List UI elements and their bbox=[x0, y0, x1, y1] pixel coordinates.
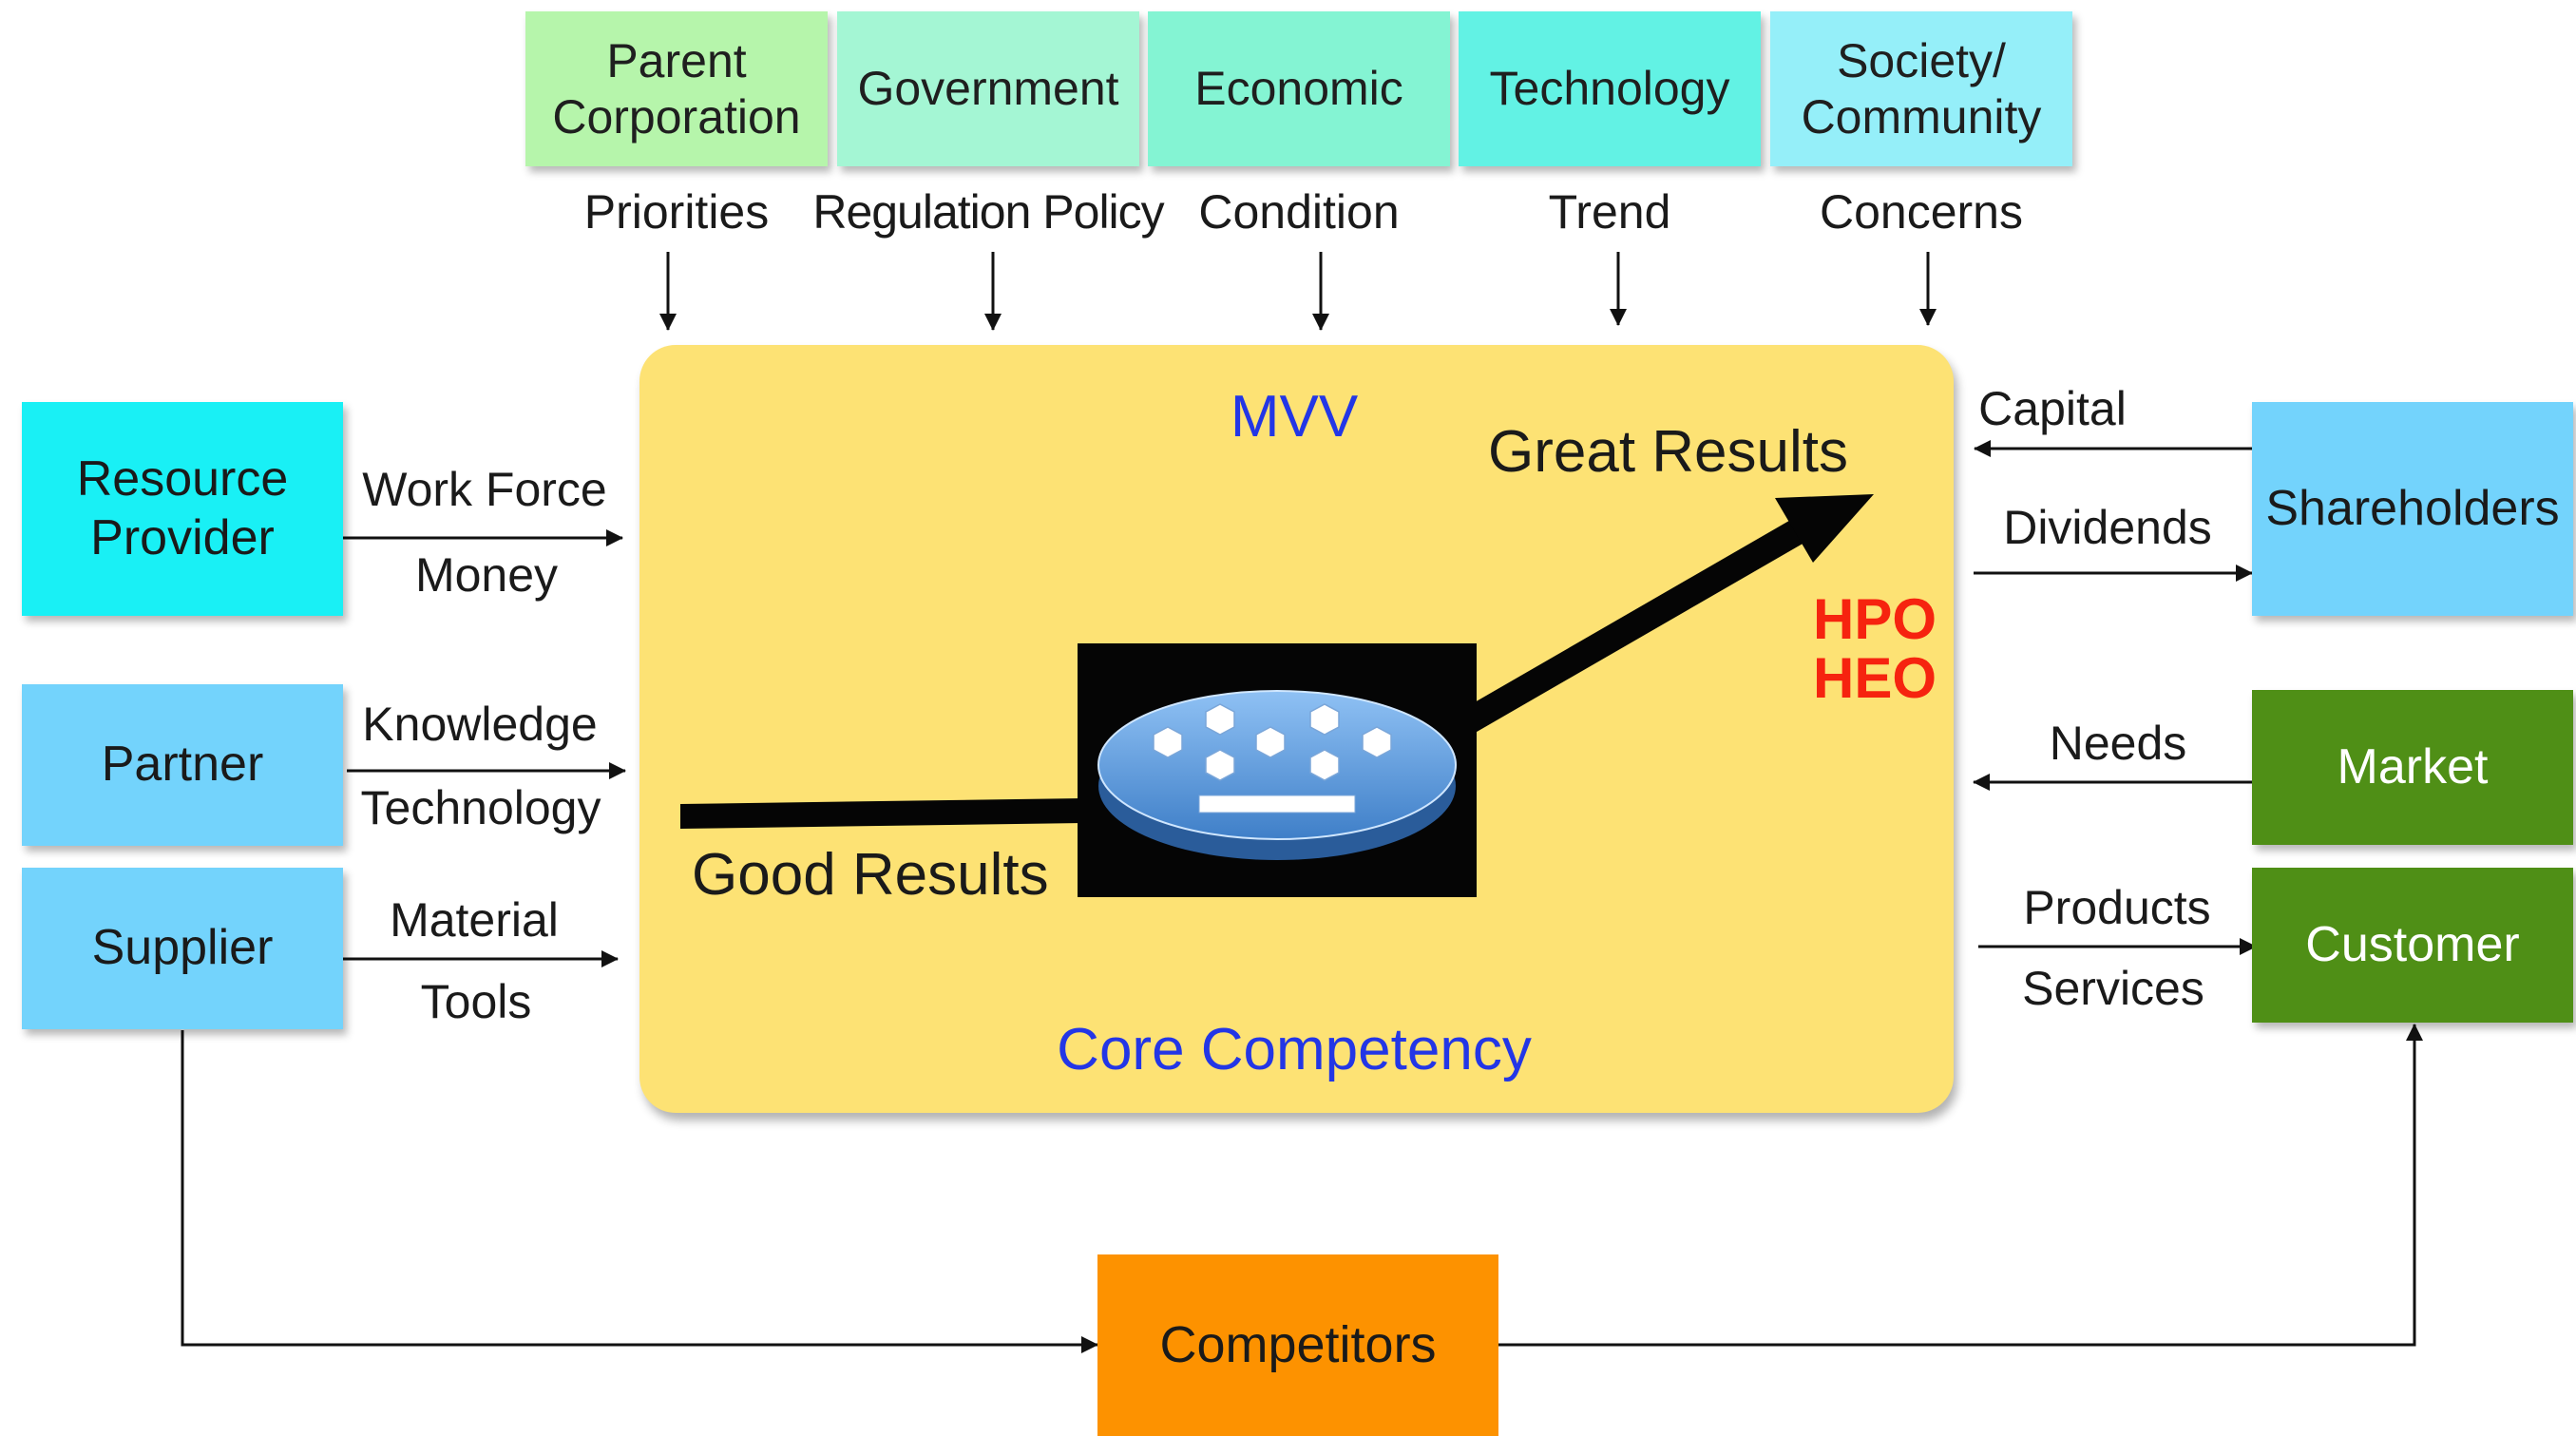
factor-parent-corporation: Parent Corporation bbox=[525, 11, 828, 166]
label-heo: HEO bbox=[1813, 646, 1937, 710]
hexagon-icon bbox=[1205, 749, 1235, 781]
competitors-box: Competitors bbox=[1097, 1254, 1498, 1436]
label-services: Services bbox=[2022, 962, 2204, 1015]
stakeholder-market: Market bbox=[2252, 690, 2573, 845]
great-results-arrowhead bbox=[1775, 494, 1874, 563]
inset-caption-box bbox=[1198, 795, 1356, 814]
label-products: Products bbox=[2023, 881, 2211, 934]
stakeholder-resource-provider: Resource Provider bbox=[22, 402, 343, 616]
label-tools: Tools bbox=[420, 975, 532, 1028]
hexagon-icon bbox=[1153, 726, 1183, 758]
label-priorities: Priorities bbox=[583, 185, 770, 239]
arrow-supplier-to-competitors bbox=[181, 1030, 1098, 1353]
label-trend: Trend bbox=[1548, 185, 1671, 239]
label-work-force: Work Force bbox=[362, 463, 607, 516]
label-dividends: Dividends bbox=[2003, 501, 2212, 554]
factor-economic: Economic bbox=[1148, 11, 1450, 166]
stakeholder-supplier: Supplier bbox=[22, 868, 343, 1029]
label-hpo: HPO bbox=[1813, 587, 1937, 651]
factor-technology: Technology bbox=[1459, 11, 1761, 166]
hexagon-icon bbox=[1309, 703, 1340, 736]
good-results-bar bbox=[680, 798, 1083, 829]
label-material: Material bbox=[390, 893, 559, 947]
label-mvv: MVV bbox=[1230, 384, 1359, 450]
label-core-competency: Core Competency bbox=[1057, 1017, 1532, 1082]
factor-society-community: Society/ Community bbox=[1770, 11, 2072, 166]
stakeholder-shareholders: Shareholders bbox=[2252, 402, 2573, 616]
label-great-results: Great Results bbox=[1488, 419, 1849, 485]
arrow-competitors-to-customer bbox=[1498, 1024, 2423, 1347]
hexagon-icon bbox=[1362, 726, 1392, 758]
factor-government: Government bbox=[837, 11, 1139, 166]
label-capital: Capital bbox=[1978, 382, 2127, 435]
great-results-shaft bbox=[1457, 520, 1803, 737]
disc-top bbox=[1097, 690, 1457, 840]
label-needs: Needs bbox=[2049, 717, 2187, 770]
stakeholder-partner: Partner bbox=[22, 684, 343, 846]
core-values-inset bbox=[1078, 643, 1477, 897]
label-money: Money bbox=[414, 548, 559, 602]
hexagon-icons bbox=[1153, 703, 1392, 781]
label-concerns: Concerns bbox=[1820, 185, 2023, 239]
label-regulation-policy: Regulation Policy bbox=[812, 185, 1164, 239]
label-good-results: Good Results bbox=[692, 842, 1049, 908]
hexagon-icon bbox=[1205, 703, 1235, 736]
hexagon-icon bbox=[1309, 749, 1340, 781]
hexagon-icon bbox=[1255, 726, 1286, 758]
stakeholder-customer: Customer bbox=[2252, 868, 2573, 1023]
label-condition: Condition bbox=[1198, 185, 1400, 239]
label-knowledge: Knowledge bbox=[362, 698, 598, 751]
label-technology: Technology bbox=[360, 781, 601, 834]
